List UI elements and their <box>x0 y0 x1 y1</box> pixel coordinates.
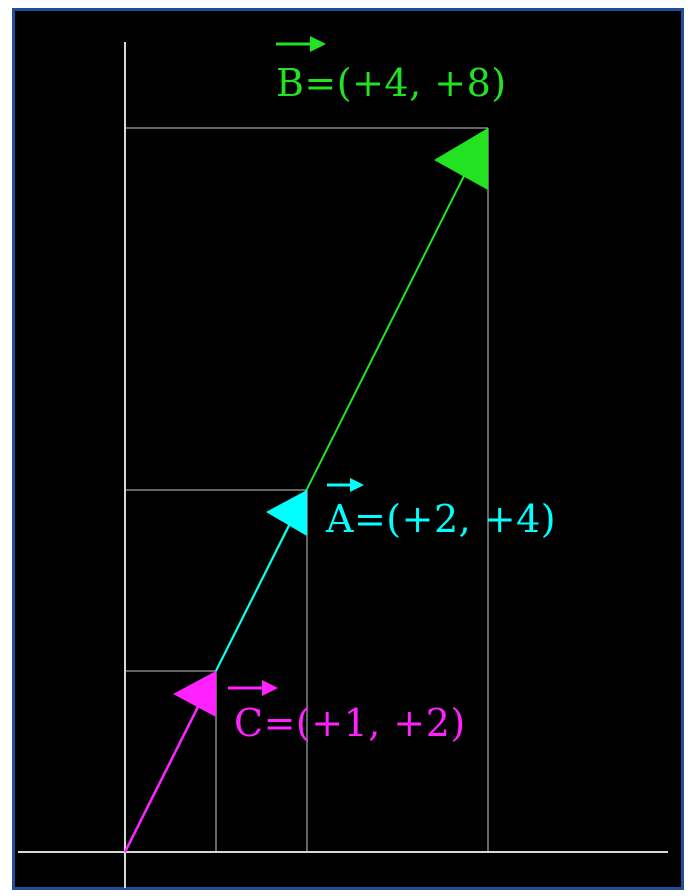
label-c-arrow-tip <box>262 680 278 696</box>
label-b-text: B=(+4, +8) <box>276 61 507 105</box>
label-a-text: A=(+2, +4) <box>325 497 556 541</box>
label-a: A=(+2, +4) <box>325 478 556 541</box>
vector-a-arrowhead <box>266 490 307 536</box>
label-b: B=(+4, +8) <box>276 36 507 105</box>
vector-b-arrowhead <box>434 128 488 190</box>
label-c: C=(+1, +2) <box>228 680 466 745</box>
label-b-arrow-tip <box>310 36 326 52</box>
vector-c-arrowhead <box>173 671 216 717</box>
label-a-arrow-tip <box>350 478 364 492</box>
guide-lines <box>125 127 489 852</box>
label-c-text: C=(+1, +2) <box>234 701 466 745</box>
